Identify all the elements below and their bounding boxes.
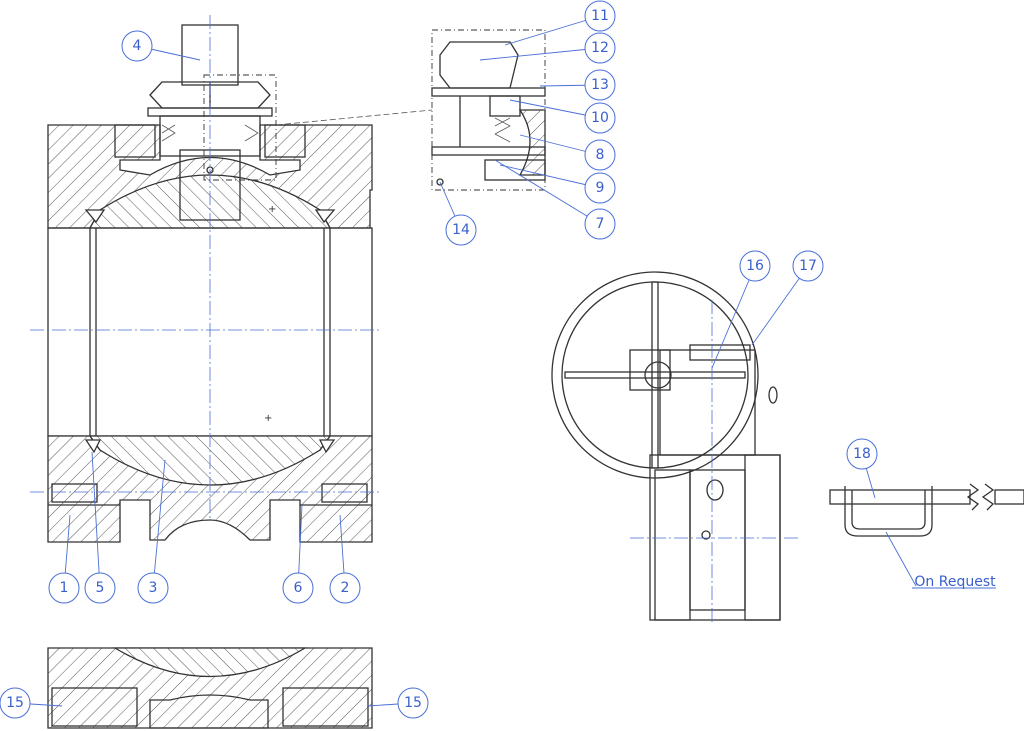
balloon-number: 10 xyxy=(591,110,609,126)
balloon-circle xyxy=(584,102,616,134)
gear-operator-view xyxy=(551,271,800,625)
on-request-label: On Request xyxy=(914,574,996,590)
callout-balloon-c8: 8 xyxy=(584,139,616,171)
balloon-number: 16 xyxy=(746,258,764,274)
balloon-number: 2 xyxy=(341,580,350,596)
balloon-number: 18 xyxy=(853,446,871,462)
balloon-number: 4 xyxy=(133,38,142,54)
detail-view xyxy=(431,29,546,191)
balloon-circle xyxy=(137,572,169,604)
balloon-number: 9 xyxy=(596,180,605,196)
callout-balloon-c9: 9 xyxy=(584,172,616,204)
callout-balloon-c18: 18 xyxy=(846,438,878,470)
leader-line-c7 xyxy=(494,159,601,225)
balloon-number: 15 xyxy=(404,695,422,711)
callout-balloon-c10: 10 xyxy=(584,102,616,134)
balloon-circle xyxy=(0,687,31,719)
balloon-circle xyxy=(584,32,616,64)
leader-line-c16 xyxy=(711,265,756,369)
callout-leaders xyxy=(14,15,876,707)
svg-text:+: + xyxy=(268,204,276,215)
callout-balloon-c3: 3 xyxy=(137,572,169,604)
balloon-number: 3 xyxy=(149,580,158,596)
callout-balloon-c5: 5 xyxy=(84,572,116,604)
balloon-circle xyxy=(584,208,616,240)
balloon-circle xyxy=(584,0,616,32)
handwheel-inner xyxy=(561,281,749,469)
valve-section-view: + + xyxy=(30,15,433,543)
callout-balloon-c15b: 15 xyxy=(397,687,429,719)
balloon-circle xyxy=(84,572,116,604)
seat-bl xyxy=(84,439,102,454)
seat-br xyxy=(318,439,336,454)
leader-line-c9 xyxy=(499,164,601,189)
on-request-note: On Request xyxy=(885,531,996,590)
callout-balloon-c14: 14 xyxy=(445,214,477,246)
detail-boundary xyxy=(203,74,277,181)
balloon-number: 15 xyxy=(6,695,24,711)
handwheel-outer xyxy=(551,271,759,479)
callout-balloon-c15a: 15 xyxy=(0,687,31,719)
balloon-circle xyxy=(584,139,616,171)
bolt-hole-left xyxy=(51,483,98,503)
leader-line-c3 xyxy=(152,459,166,589)
leader-line-c17 xyxy=(751,265,809,346)
balloon-number: 1 xyxy=(60,580,69,596)
balloon-number: 6 xyxy=(294,580,303,596)
balloon-number: 5 xyxy=(96,580,105,596)
callout-balloon-c7: 7 xyxy=(584,208,616,240)
leader-line-c12 xyxy=(479,47,601,61)
leader-line-c11 xyxy=(504,15,601,46)
balloon-number: 11 xyxy=(591,8,609,24)
seat-tl xyxy=(84,209,106,224)
callout-balloon-c4: 4 xyxy=(121,30,153,62)
seat-tr xyxy=(314,209,336,224)
bottom-section-view xyxy=(47,647,373,729)
balloon-number: 14 xyxy=(452,222,470,238)
svg-text:+: + xyxy=(264,413,272,424)
balloon-number: 8 xyxy=(596,147,605,163)
balloon-number: 17 xyxy=(799,258,817,274)
callout-balloon-c12: 12 xyxy=(584,32,616,64)
balloon-circle xyxy=(282,572,314,604)
balloon-circle xyxy=(584,69,616,101)
balloon-number: 13 xyxy=(591,77,609,93)
callout-balloon-c2: 2 xyxy=(329,572,361,604)
balloon-circle xyxy=(121,30,153,62)
callout-balloon-c1: 1 xyxy=(48,572,80,604)
callout-balloon-c6: 6 xyxy=(282,572,314,604)
balloon-circle xyxy=(329,572,361,604)
lock-clip xyxy=(829,483,1024,537)
balloon-circle xyxy=(739,250,771,282)
balloon-circle xyxy=(445,214,477,246)
balloon-circle xyxy=(48,572,80,604)
callout-balloon-c11: 11 xyxy=(584,0,616,32)
leader-line-c5 xyxy=(91,451,101,589)
balloon-circle xyxy=(584,172,616,204)
callout-balloon-c16: 16 xyxy=(739,250,771,282)
callout-balloon-c13: 13 xyxy=(584,69,616,101)
balloon-circle xyxy=(846,438,878,470)
bolt-hole-right xyxy=(321,483,368,503)
balloon-circle xyxy=(397,687,429,719)
balloon-circle xyxy=(792,250,824,282)
balloon-number: 12 xyxy=(591,40,609,56)
callout-balloon-c17: 17 xyxy=(792,250,824,282)
balloon-number: 7 xyxy=(596,216,605,232)
